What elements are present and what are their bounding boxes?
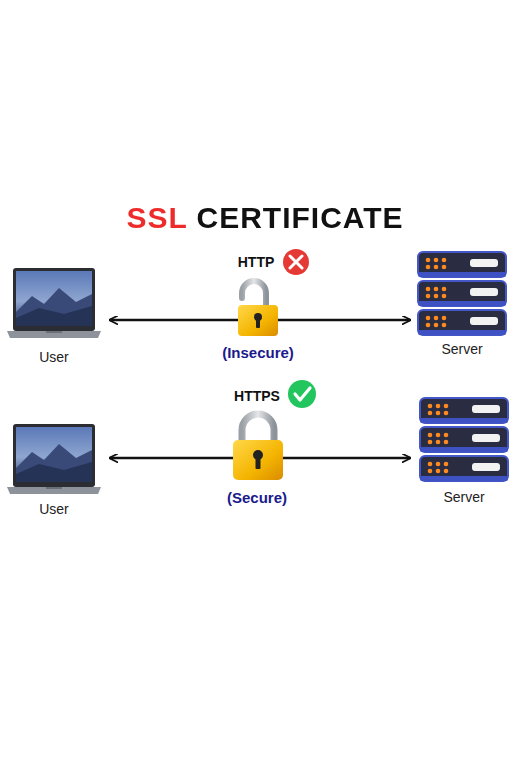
node-label: Server (414, 488, 514, 506)
server-stack: Server (414, 396, 514, 506)
server-icon (418, 396, 510, 484)
status-label: (Secure) (227, 489, 287, 506)
server-icon (416, 250, 508, 338)
node-label: User (2, 348, 106, 366)
node-label: User (2, 500, 106, 518)
node-label: Server (414, 340, 510, 358)
user-laptop: User (2, 422, 106, 518)
insecure-icon (283, 249, 309, 275)
server-stack: Server (414, 250, 510, 358)
laptop-icon (4, 422, 104, 496)
protocol-label: HTTP (238, 254, 275, 270)
open-padlock (238, 281, 278, 336)
status-label: (Insecure) (222, 344, 294, 361)
title: SSL CERTIFICATE (126, 201, 403, 235)
closed-padlock (233, 414, 283, 480)
protocol-label: HTTPS (234, 388, 280, 404)
user-laptop: User (2, 266, 106, 366)
laptop-icon (4, 266, 104, 340)
secure-icon (288, 380, 316, 408)
